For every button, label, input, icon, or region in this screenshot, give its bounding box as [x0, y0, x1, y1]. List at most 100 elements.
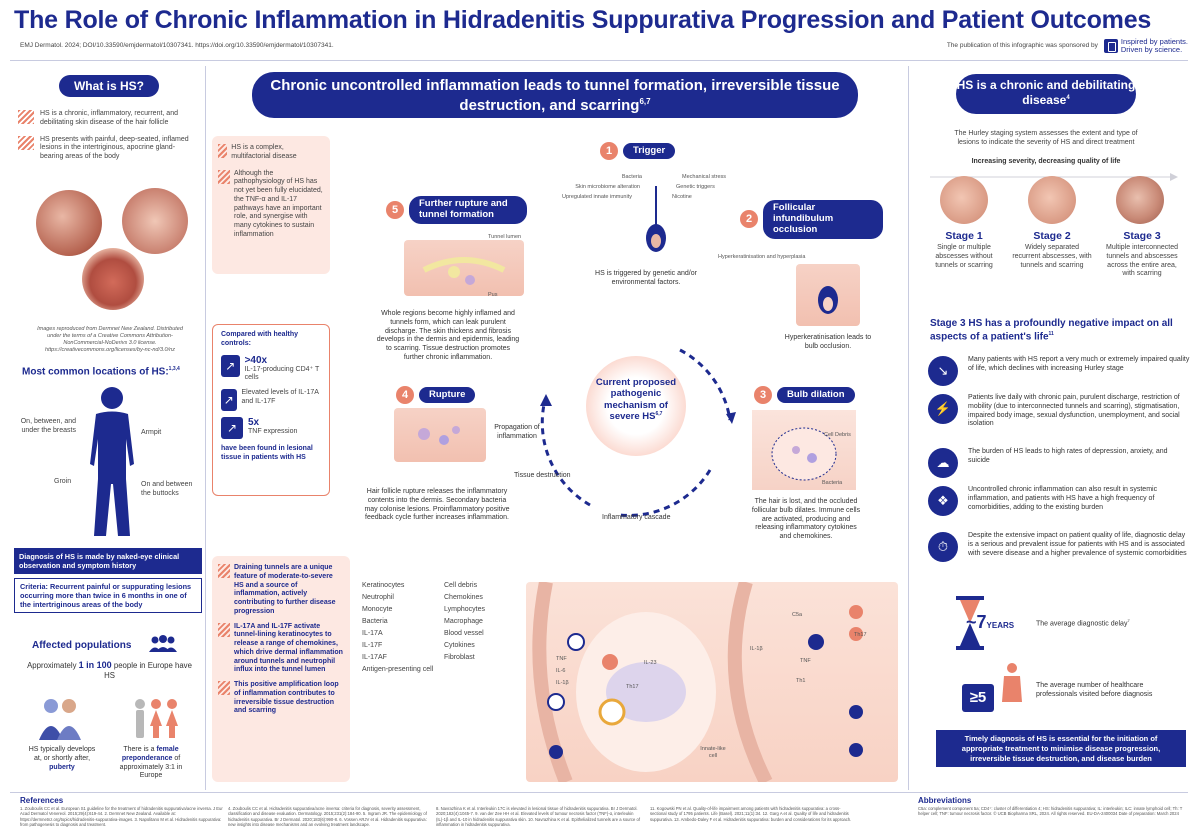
dilation-text: The hair is lost, and the occluded folli… [751, 498, 861, 540]
hcp-text: The average number of healthcare profess… [1036, 682, 1153, 698]
label-th1: Th1 [796, 678, 806, 684]
stat1-text: IL-17-producing CD4⁺ T cells [244, 365, 320, 382]
complex-disease-box: HS is a complex, multifactorial disease … [212, 136, 330, 274]
stat3-value: 5x [248, 417, 260, 428]
citation: EMJ Dermatol. 2024; DOI/10.33590/emjderm… [20, 42, 334, 49]
draining-3: This positive amplification loop of infl… [234, 681, 339, 715]
abbreviations-title: Abbreviations [918, 796, 972, 805]
trigger-nicotine: Nicotine [672, 194, 692, 200]
page-title: The Role of Chronic Inflammation in Hidr… [14, 6, 1152, 34]
trigger-mechanical: Mechanical stress [682, 174, 727, 180]
hs-lesion-photo-1 [36, 190, 102, 256]
tunnel-text: Whole regions become highly inflamed and… [376, 310, 520, 361]
female-preponderance-text: There is a female preponderance of appro… [119, 746, 183, 780]
detail-legend: Keratinocytes Cell debris Neutrophil Che… [362, 582, 522, 673]
rain-cloud-icon: ☁ [928, 448, 958, 478]
references-col-4: 11. Kogowski PN et al. Quality-of-life i… [650, 806, 852, 822]
cycle-arrows [540, 348, 736, 517]
label-th17: Th17 [854, 632, 867, 638]
what-is-hs-p1: HS is a chronic, inflammatory, recurrent… [40, 110, 178, 126]
what-is-hs-title: What is HS? [59, 75, 159, 97]
puberty-text: HS typically develops at, or shortly aft… [28, 746, 96, 771]
cells-icon: ❖ [928, 486, 958, 516]
stripe-icon [218, 564, 230, 578]
stripe-icon [218, 681, 230, 695]
cell-debris-label: Cell Debris [824, 432, 851, 438]
tunnel-lumen-label: Tunnel lumen [488, 234, 522, 240]
lightning-icon: ⚡ [928, 394, 958, 424]
label-il1b-2: IL-1β [750, 646, 763, 652]
body-silhouette [90, 387, 134, 536]
ucb-logo-icon [1103, 38, 1118, 53]
complex-disease-2: Although the pathophysiology of HS has n… [234, 169, 323, 238]
stage-3-photo [1116, 176, 1164, 224]
legend-chemokines: Chemokines [444, 594, 483, 601]
complex-disease-1: HS is a complex, multifactorial disease [231, 144, 297, 160]
stripe-icon [218, 144, 228, 158]
impact-item: ☁ The burden of HS leads to high rates o… [928, 448, 1190, 486]
stopwatch-icon: ⏱ [928, 532, 958, 562]
delay-value: ~7YEARS [966, 612, 1015, 632]
impact-list: ↘ Many patients with HS report a very mu… [928, 356, 1190, 588]
hcp-value: ≥5 [962, 684, 994, 712]
innate-cell-label: Innate-like cell [700, 746, 726, 759]
occlusion-text: Hyperkeratinisation leads to bulb occlus… [784, 334, 872, 350]
trigger-text: HS is triggered by genetic and/or enviro… [595, 270, 697, 286]
arrow-up-icon: ↗ [221, 354, 240, 377]
stat2-text: Elevated levels of IL-17A and IL-17F [241, 389, 319, 405]
trigger-bacteria: Bacteria [621, 174, 642, 180]
references-col-3: 8. Navrazhina K et al. Interleukin 17C i… [436, 806, 640, 828]
delay-text: The average diagnostic delay7 [1036, 618, 1130, 628]
label-th17-2: Th17 [626, 684, 639, 690]
sponsor-logo: Inspired by patients.Driven by science. [1103, 37, 1188, 54]
impact-item: ↘ Many patients with HS report a very mu… [928, 356, 1190, 394]
legend-fibroblast: Fibroblast [444, 654, 475, 661]
draining-tunnels-box: Draining tunnels are a unique feature of… [212, 556, 350, 782]
arrow-up-icon: ↗ [221, 417, 243, 439]
dilation-illustration [752, 410, 856, 490]
center-banner: Chronic uncontrolled inflammation leads … [252, 72, 858, 118]
hs-lesion-photo-2 [122, 188, 188, 254]
hair-follicle-icon [646, 186, 666, 252]
severity-text: Increasing severity, decreasing quality … [971, 158, 1121, 165]
legend-lymphocytes: Lymphocytes [444, 606, 485, 613]
legend-cytokines: Cytokines [444, 642, 475, 649]
legend-macrophage: Macrophage [444, 618, 483, 625]
hs-lesion-photo-3 [82, 248, 144, 310]
stage-1-photo [940, 176, 988, 224]
inflammatory-cascade-label: Inflammatory cascade [602, 514, 671, 521]
what-is-hs-section: HS is a chronic, inflammatory, recurrent… [18, 110, 198, 162]
label-c5a: C5a [792, 612, 803, 618]
abbreviations-text: C5a: complement component 5a; CD4⁺: clus… [918, 806, 1183, 817]
legend-apc: Antigen-presenting cell [362, 666, 434, 673]
male-female-icon [135, 699, 178, 738]
diagnosis-box-2: Criteria: Recurrent painful or suppurati… [14, 578, 202, 614]
legend-blood-vessel: Blood vessel [444, 630, 484, 637]
pus-label: Pus [488, 292, 498, 298]
rupture-illustration [394, 408, 486, 462]
location-groin: Groin [54, 478, 72, 485]
stripe-icon [218, 622, 230, 637]
draining-1: Draining tunnels are a unique feature of… [234, 564, 336, 615]
label-tnf: TNF [556, 656, 567, 662]
stat3-text: TNF expression [248, 428, 298, 435]
diagnosis-box-1: Diagnosis of HS is made by naked-eye cli… [14, 548, 202, 575]
affected-text: Approximately 1 in 100 people in Europe … [27, 660, 192, 681]
trigger-genetic: Genetic triggers [676, 184, 715, 190]
legend-monocyte: Monocyte [362, 606, 393, 613]
propagation-label: Propagation of inflammation [494, 424, 540, 440]
label-tnf-2: TNF [800, 658, 811, 664]
label-il6: IL-6 [556, 668, 566, 674]
sponsor-logo-line2: Driven by science. [1120, 44, 1183, 54]
stage-2-photo [1028, 176, 1076, 224]
sponsor-logo-line1: Inspired by patients. [1120, 37, 1188, 46]
legend-il17af: IL-17AF [362, 654, 387, 661]
legend-il17a: IL-17A [362, 630, 383, 637]
stripe-icon [218, 169, 230, 184]
hourglass-icon [956, 596, 984, 650]
